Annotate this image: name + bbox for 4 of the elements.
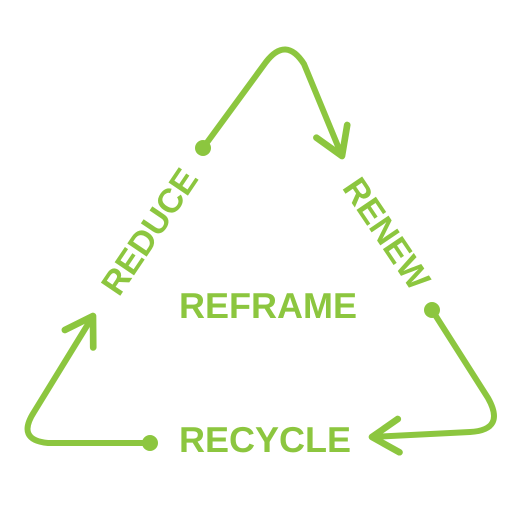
cycle-arrow xyxy=(24,312,158,451)
cycle-arrow xyxy=(368,302,497,456)
cycle-step-label: RECYCLE xyxy=(178,422,352,458)
cycle-arrow xyxy=(195,46,351,160)
